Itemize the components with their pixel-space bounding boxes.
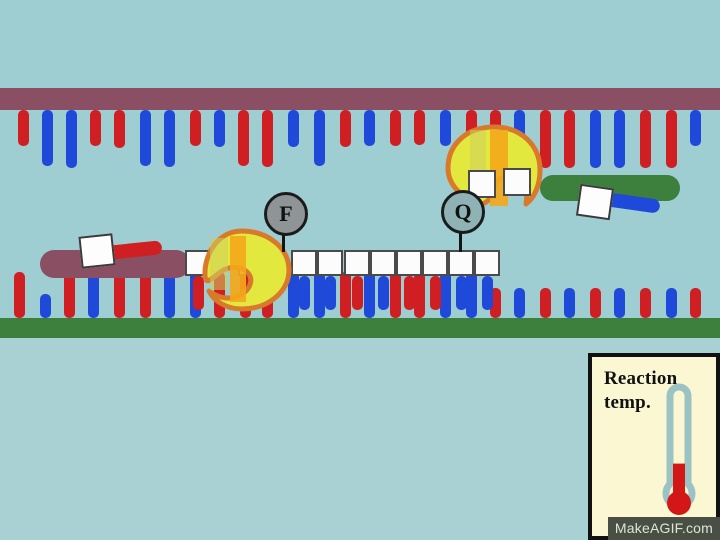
probe-base [482, 276, 493, 310]
polymerase-lower [196, 228, 292, 312]
thermometer [662, 383, 696, 527]
top-base [640, 110, 651, 168]
top-base [140, 110, 151, 166]
probe-base [430, 276, 441, 310]
bottom-base [88, 256, 99, 318]
bottom-base [564, 288, 575, 318]
top-base [214, 110, 225, 147]
probe-base [325, 276, 336, 310]
dntp-box [78, 233, 116, 269]
reaction-temp-title: Reaction temp. [604, 367, 704, 415]
top-base [540, 110, 551, 168]
makeagif-watermark: MakeAGIF.com [607, 517, 720, 540]
top-base [564, 110, 575, 168]
probe-base [404, 276, 415, 310]
cleaved-probe-box [503, 168, 531, 196]
bottom-base [288, 272, 299, 318]
top-base [666, 110, 677, 168]
top-base [314, 110, 325, 166]
dntp-box [575, 183, 615, 221]
bottom-base [40, 294, 51, 318]
probe-nucleotide-box [291, 250, 317, 276]
bottom-base [666, 288, 677, 318]
top-base [466, 110, 477, 145]
top-base [164, 110, 175, 167]
bottom-base [14, 272, 25, 318]
probe-nucleotide-box [396, 250, 422, 276]
probe-nucleotide-box [370, 250, 396, 276]
bottom-base [640, 288, 651, 318]
probe-base [299, 276, 310, 310]
top-base [614, 110, 625, 168]
bottom-base [590, 288, 601, 318]
fluorophore-tag-disc: F [264, 192, 308, 236]
reaction-temp-title-line2: temp. [604, 391, 651, 413]
bottom-base [314, 272, 325, 318]
quencher-tag-stem [458, 228, 462, 252]
top-base [262, 110, 273, 167]
top-base [42, 110, 53, 166]
bottom-base [490, 288, 501, 318]
bottom-base [390, 272, 401, 318]
top-base [440, 110, 451, 146]
probe-base [456, 276, 467, 310]
bottom-base [414, 272, 425, 318]
bottom-base [614, 288, 625, 318]
probe-base [193, 276, 204, 310]
bottom-base [540, 288, 551, 318]
probe-nucleotide-box [317, 250, 343, 276]
bottom-base [114, 260, 125, 318]
template-strand-bottom [0, 318, 720, 338]
top-base [414, 110, 425, 145]
probe-base [378, 276, 389, 310]
bottom-base [340, 272, 351, 318]
probe-nucleotide-box [422, 250, 448, 276]
thermometer-bulb [667, 491, 691, 515]
top-base [390, 110, 401, 146]
probe-nucleotide-box [344, 250, 370, 276]
top-base [364, 110, 375, 146]
reaction-temp-title-line1: Reaction [604, 368, 678, 389]
top-base [66, 110, 77, 168]
bottom-base [64, 272, 75, 318]
quencher-tag-disc: Q [441, 190, 485, 234]
top-base [90, 110, 101, 146]
bottom-base [466, 272, 477, 318]
probe-nucleotide-box [448, 250, 474, 276]
top-base [18, 110, 29, 146]
bottom-base [440, 272, 451, 318]
top-base [238, 110, 249, 166]
top-base [190, 110, 201, 146]
probe-nucleotide-box [474, 250, 500, 276]
bottom-base [514, 288, 525, 318]
fluorophore-tag-stem [281, 230, 285, 252]
probe-base [352, 276, 363, 310]
bottom-base [364, 272, 375, 318]
cleaved-probe-box [468, 170, 496, 198]
reaction-temp-panel: Reaction temp. [588, 353, 720, 540]
top-base [590, 110, 601, 168]
bottom-base [140, 256, 151, 318]
top-base [340, 110, 351, 147]
bottom-base [164, 272, 175, 318]
top-base [690, 110, 701, 146]
top-base [114, 110, 125, 148]
top-base [288, 110, 299, 147]
template-strand-top [0, 88, 720, 110]
bottom-base [690, 288, 701, 318]
